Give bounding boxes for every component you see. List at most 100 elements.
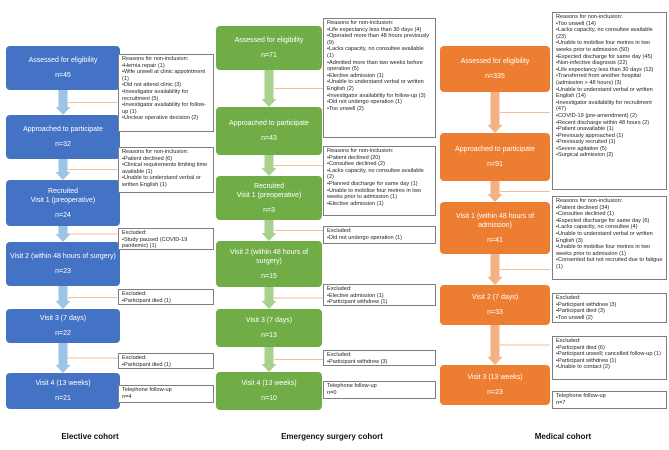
emergency-visit4-box: Visit 4 (13 weeks) n=10 xyxy=(216,372,322,410)
note-item: n=0 xyxy=(327,389,337,396)
note-item: •Participant died (1) xyxy=(122,297,171,304)
note-item: •COVID-19 (pre-amendment) (2) xyxy=(556,112,637,119)
emergency-approached-box: Approached to participate n=43 xyxy=(216,107,322,155)
note-item: •Unable to mobilise four metres in two w… xyxy=(556,244,650,257)
note-item: •Unable to understand verbal or written … xyxy=(556,86,653,100)
box-title: Visit 4 (13 weeks) xyxy=(35,380,91,387)
note-title: Excluded: xyxy=(122,355,147,361)
box-title: Approached to participate xyxy=(229,120,309,127)
note-title: Reasons for non-inclusion: xyxy=(122,149,189,155)
emergency-flow-arrow xyxy=(261,70,277,107)
note-item: •Planned discharge for same day (1) xyxy=(327,180,418,187)
note-item: •Participant unwell; cancelled follow-up… xyxy=(556,351,661,358)
emergency-note-6: Telephone follow-up n=0 xyxy=(323,381,436,399)
elective-visit4-box: Visit 4 (13 weeks) n=21 xyxy=(6,373,120,409)
box-count: n=41 xyxy=(487,236,503,244)
box-count: n=335 xyxy=(485,73,505,80)
note-title: Reasons for non-inclusion: xyxy=(327,20,394,26)
elective-note-5: Excluded: •Participant died (1) xyxy=(118,353,214,369)
note-item: •Participant died (6) xyxy=(556,344,605,351)
elective-flow-arrow xyxy=(55,159,71,180)
note-item: •Consented but not recruited due to fati… xyxy=(556,257,663,270)
medical-cohort-label: Medical cohort xyxy=(534,432,592,441)
note-item: •Participant died (1) xyxy=(122,361,171,368)
note-title: Excluded: xyxy=(556,295,581,301)
emergency-note-2: Reasons for non-inclusion: •Patient decl… xyxy=(323,146,436,216)
elective-flow-arrow xyxy=(55,90,71,115)
note-title: Excluded: xyxy=(122,230,147,236)
box-title: Assessed for eligibility xyxy=(234,37,304,44)
box-count: n=43 xyxy=(261,135,277,142)
note-item: •Investigator availability for recruitme… xyxy=(556,99,652,113)
note-item: •Too unwell (2) xyxy=(327,105,364,112)
note-item: •Clinical requirements limiting time ava… xyxy=(122,162,208,175)
box-count: n=71 xyxy=(261,52,277,59)
note-title: Telephone follow-up xyxy=(122,387,172,393)
note-item: •Investigator availability for recruitme… xyxy=(122,88,189,102)
box-count: n=23 xyxy=(55,268,71,275)
box-title: Visit 3 (7 days) xyxy=(39,315,87,322)
box-title: Visit 4 (13 weeks) xyxy=(241,380,297,387)
elective-note-6: Telephone follow-up n=4 xyxy=(118,385,214,403)
emergency-assessed-box: Assessed for eligibility n=71 xyxy=(216,26,322,70)
medical-visit2-box: Visit 2 (7 days) n=33 xyxy=(440,285,550,325)
emergency-cohort-label: Emergency surgery cohort xyxy=(281,432,383,441)
note-title: Telephone follow-up xyxy=(556,393,606,399)
box-count: n=10 xyxy=(261,395,277,402)
emergency-flow-arrow xyxy=(261,347,277,372)
box-title: Visit 2 (within 48 hours of surgery) xyxy=(229,248,309,265)
medical-flow-arrow xyxy=(487,181,503,202)
medical-visit3-box: Visit 3 (13 weeks) n=23 xyxy=(440,365,550,405)
box-count: n=91 xyxy=(487,161,503,168)
elective-flow-arrow xyxy=(55,343,71,373)
elective-flow-arrow xyxy=(55,226,71,242)
note-item: •Non-infective diagnosis (22) xyxy=(556,60,628,67)
note-item: •Consultee declined (2) xyxy=(327,161,385,168)
box-title: Visit 2 (within 48 hours of surgery) xyxy=(10,253,116,260)
elective-recruited-box: Recruited Visit 1 (preoperative) n=24 xyxy=(6,180,120,226)
emergency-flow-arrow xyxy=(261,155,277,176)
note-title: Reasons for non-inclusion: xyxy=(122,56,189,62)
note-item: •Patient declined (34) xyxy=(556,204,610,211)
medical-note-3: Excluded: •Participant withdrew (3) •Par… xyxy=(552,293,667,323)
elective-assessed-box: Assessed for eligibility n=45 xyxy=(6,46,120,90)
note-item: •Did not undergo operation (1) xyxy=(327,99,403,106)
medical-note-4: Excluded: •Participant died (6) •Partici… xyxy=(552,336,667,380)
emergency-flow-arrow xyxy=(261,287,277,309)
note-item: •Recent discharge within 48 hours (2) xyxy=(556,119,650,126)
note-item: •Previously recruited (1) xyxy=(556,139,616,146)
box-count: n=23 xyxy=(487,389,503,396)
elective-visit3-box: Visit 3 (7 days) n=22 xyxy=(6,309,120,343)
box-title: Approached to participate xyxy=(23,126,103,133)
note-item: •Lacks capacity, no consultee (4) xyxy=(556,224,638,231)
note-title: Reasons for non-inclusion: xyxy=(327,148,394,154)
emergency-recruited-box: Recruited Visit 1 (preoperative) n=3 xyxy=(216,176,322,220)
note-item: •Patient unavailable (1) xyxy=(556,126,614,133)
note-title: Telephone follow-up xyxy=(327,383,377,389)
box-count: n=13 xyxy=(261,332,277,339)
note-item: •Participant withdrew (3) xyxy=(327,358,388,365)
note-title: Excluded: xyxy=(327,228,352,234)
box-title: Visit 3 (13 weeks) xyxy=(467,374,523,381)
note-title: Excluded: xyxy=(327,286,352,292)
medical-assessed-box: Assessed for eligibility n=335 xyxy=(440,46,550,92)
box-title: Recruited Visit 1 (preoperative) xyxy=(30,187,96,204)
note-item: •Patient declined (6) xyxy=(122,155,173,162)
note-title: Excluded: xyxy=(556,338,581,344)
note-item: •Unable to mobilise four metres in two w… xyxy=(556,40,650,53)
note-item: •Wife unwell at clinic appointment (1) xyxy=(122,69,206,82)
note-item: •Participant died (3) xyxy=(556,308,605,315)
elective-note-4: Excluded: •Participant died (1) xyxy=(118,289,214,305)
note-item: •Investigator availability for follow-up… xyxy=(327,92,426,99)
box-count: n=22 xyxy=(55,330,71,337)
medical-visit1-box: Visit 1 (within 48 hours of admission) n… xyxy=(440,202,550,254)
note-item: •Severe agitation (5) xyxy=(556,145,607,152)
note-item: •Too unwell (14) xyxy=(556,20,596,27)
note-item: •Unable to understand verbal or written … xyxy=(327,79,424,92)
note-item: •Elective admission (1) xyxy=(327,292,384,299)
emergency-flow-arrow xyxy=(261,220,277,241)
note-item: •Lacks capacity, no consultee available … xyxy=(327,46,424,59)
emergency-note-5: Excluded: •Participant withdrew (3) xyxy=(323,350,436,366)
note-item: •Did not undergo operation (1) xyxy=(327,234,403,241)
box-title: Visit 1 (within 48 hours of admission) xyxy=(455,212,535,229)
